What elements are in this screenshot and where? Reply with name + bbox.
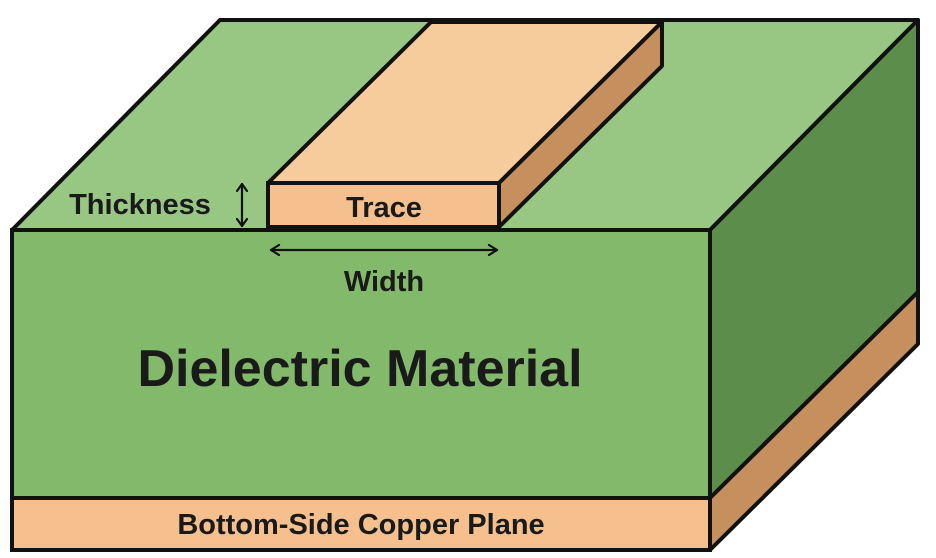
dielectric-material-label: Dielectric Material [137,340,582,398]
copper-plane-label: Bottom-Side Copper Plane [177,509,544,541]
thickness-arrow [235,182,249,228]
width-label: Width [344,266,424,298]
width-arrow [269,243,499,257]
copper-plane-side-face [708,290,920,552]
trace-front-face [266,181,501,229]
trace-label: Trace [346,192,422,224]
dielectric-front-face [10,228,712,500]
thickness-label: Thickness [69,189,211,221]
